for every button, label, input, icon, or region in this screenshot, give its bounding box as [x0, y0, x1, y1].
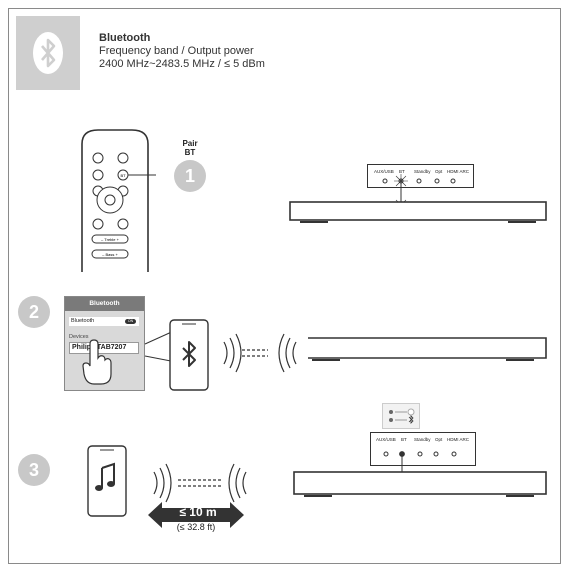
panel1-label-hdmi: HDMI ARC — [447, 169, 470, 174]
remote-treble-label: – Treble + — [101, 237, 120, 242]
page-frame — [8, 8, 561, 564]
distance-arrow — [148, 502, 244, 528]
pair-bt-label: Pair BT — [177, 139, 203, 157]
remote-bt-key-label: BT — [120, 173, 126, 178]
remote-bass-label: – Bass + — [102, 252, 118, 257]
panel3-label-aux: AUX/USB — [376, 437, 396, 442]
panel1-label-bt: BT — [399, 169, 405, 174]
smartphone-music — [87, 445, 127, 517]
bluetooth-icon — [182, 341, 196, 367]
pair-label-line2: BT — [184, 148, 196, 157]
panel3-label-hdmi: HDMI ARC — [447, 437, 470, 442]
bluetooth-toggle-row[interactable]: Bluetooth ON — [69, 317, 139, 326]
step-number-3: 3 — [18, 454, 50, 486]
control-panel-1: AUX/USB BT Standby Opt HDMI ARC — [367, 164, 474, 188]
panel3-label-bt: BT — [401, 437, 407, 442]
signal-waves-2 — [223, 333, 297, 373]
remote-control: – Treble + – Bass + BT — [81, 129, 156, 272]
pair-label-line1: Pair — [182, 139, 198, 148]
music-note-icon — [95, 462, 115, 491]
header-line2: 2400 MHz~2483.5 MHz / ≤ 5 dBm — [99, 58, 265, 70]
smartphone-bt — [169, 319, 209, 391]
panel3-label-standby: Standby — [414, 437, 431, 442]
distance-sub: (≤ 32.8 ft) — [176, 522, 216, 532]
device-item[interactable]: Philips TAB7207 — [69, 342, 139, 354]
soundbar-2 — [308, 337, 547, 361]
devices-label: Devices — [69, 334, 89, 340]
panel3-label-opt: Opt — [435, 437, 443, 442]
panel1-label-opt: Opt — [435, 169, 443, 174]
header-text: Bluetooth Frequency band / Output power … — [99, 32, 265, 71]
soundbar-3 — [293, 471, 547, 497]
soundbar-1 — [289, 201, 547, 223]
step-number-2: 2 — [18, 296, 50, 328]
screen-title: Bluetooth — [65, 297, 144, 311]
control-panel-3: AUX/USB BT Standby Opt HDMI ARC — [370, 432, 476, 466]
panel3-leds — [383, 451, 457, 480]
step-number-1: 1 — [174, 160, 206, 192]
header-title: Bluetooth — [99, 32, 151, 44]
panel1-label-standby: Standby — [414, 169, 431, 174]
phone-screen-zoom: Bluetooth Bluetooth ON Devices Philips T… — [64, 296, 145, 391]
signal-waves-3 — [153, 463, 247, 503]
led-inset — [382, 403, 420, 429]
hand-pointer-icon — [82, 339, 112, 385]
bluetooth-icon — [33, 32, 63, 74]
panel1-label-aux: AUX/USB — [374, 169, 394, 174]
bluetooth-toggle[interactable]: ON — [125, 319, 136, 324]
bluetooth-toggle-label: Bluetooth — [71, 318, 95, 324]
distance-value: ≤ 10 m — [179, 505, 217, 519]
bluetooth-tile — [16, 16, 80, 90]
header-line1: Frequency band / Output power — [99, 45, 254, 57]
